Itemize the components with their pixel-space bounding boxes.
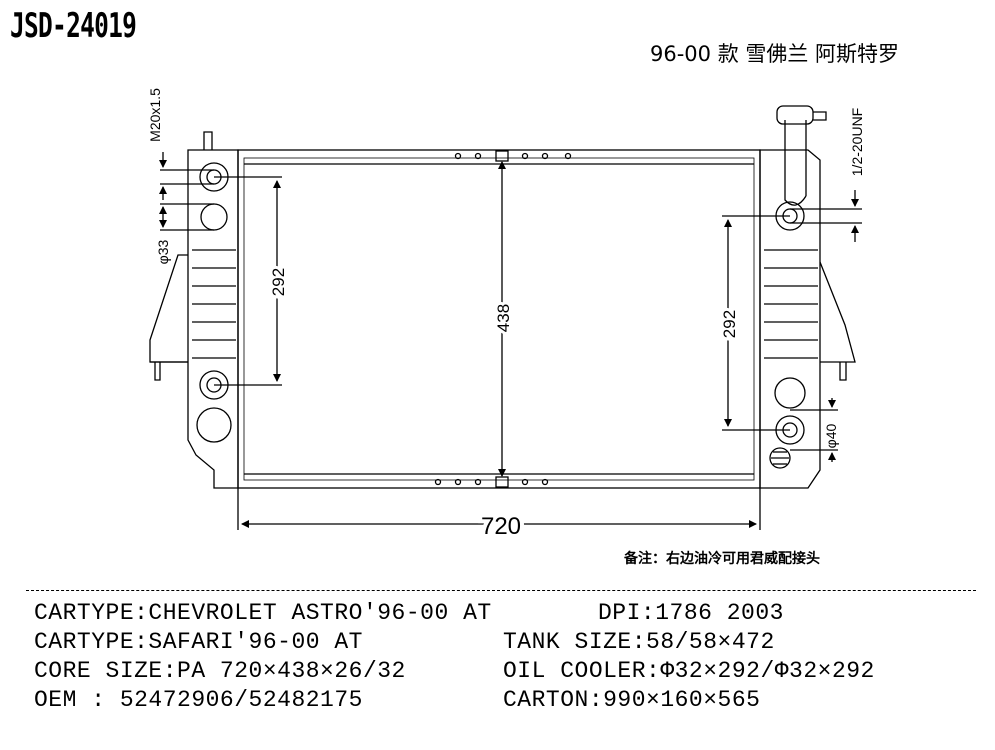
dia-right-label: φ40 (823, 423, 839, 448)
spec-cartype-2: CARTYPE:SAFARI'96-00 AT (34, 629, 363, 655)
divider-line (26, 590, 976, 591)
filler-neck (776, 105, 814, 125)
drain-cock (769, 447, 791, 469)
dim-height-label: 438 (494, 304, 513, 332)
dim-right-pitch-label: 292 (720, 310, 739, 338)
left-outlet (196, 407, 232, 443)
spec-cartype-1: CARTYPE:CHEVROLET ASTRO'96-00 AT (34, 600, 492, 626)
spec-oem: OEM : 52472906/52482175 (34, 687, 363, 713)
left-tank-fins (192, 249, 236, 359)
dim-width-label: 720 (481, 513, 521, 540)
spec-carton: CARTON:990×160×565 (503, 687, 761, 713)
spec-oil-cooler: OIL COOLER:Φ32×292/Φ32×292 (503, 658, 875, 684)
thread-right-label: 1/2-20UNF (849, 108, 865, 176)
right-inlet (774, 377, 806, 409)
dia-left-label: φ33 (155, 239, 171, 264)
left-tank (149, 131, 239, 489)
right-tank (759, 105, 856, 489)
right-tank-fins (764, 249, 818, 359)
dim-left-pitch-label: 292 (269, 268, 288, 296)
spec-tank-size: TANK SIZE:58/58×472 (503, 629, 775, 655)
part-number: JSD-24019 (10, 6, 137, 46)
left-inlet (200, 203, 228, 231)
vehicle-models: 96-00 款 雪佛兰 阿斯特罗 (650, 42, 900, 66)
spec-core-size: CORE SIZE:PA 720×438×26/32 (34, 658, 406, 684)
rail-holes (434, 150, 572, 488)
spec-dpi: DPI:1786 2003 (598, 600, 784, 626)
remark-note: 备注：右边油冷可用君威配接头 (624, 551, 820, 567)
thread-left-label: M20x1.5 (147, 88, 163, 142)
